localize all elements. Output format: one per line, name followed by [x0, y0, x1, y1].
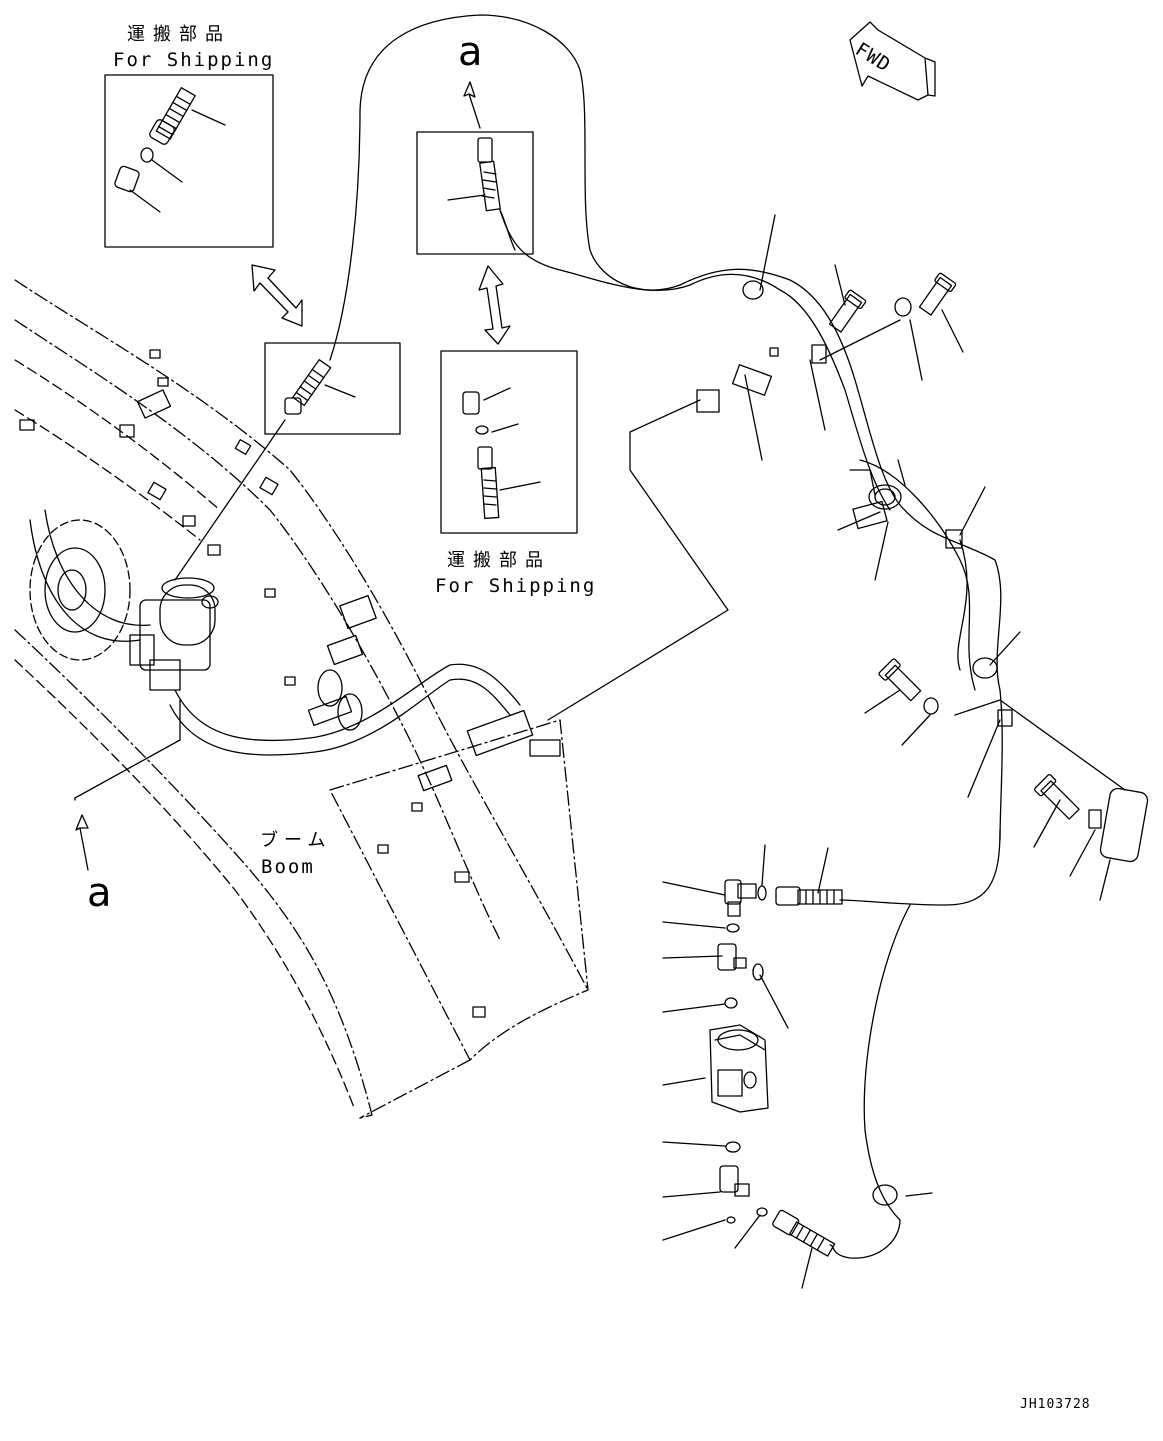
- boom-hose-box: [175, 343, 400, 580]
- exchange-arrow-left: [252, 265, 302, 326]
- shipping-label-center-ja: 運搬部品: [447, 550, 551, 571]
- boom-label-en: Boom: [261, 856, 315, 878]
- boom-outline: [15, 280, 588, 1118]
- view-arrow-top: [464, 82, 480, 128]
- bolts: [827, 273, 1082, 822]
- boom-valve-assembly: [130, 578, 218, 690]
- drawing-code: JH103728: [1020, 1397, 1091, 1412]
- fwd-arrow: [850, 22, 935, 100]
- pilot-hose: [330, 15, 1002, 840]
- shipping-box-center: [441, 351, 577, 533]
- boom-clamps: [20, 350, 560, 1017]
- view-arrow-bottom: [75, 700, 180, 870]
- shipping-label-center-en: For Shipping: [435, 575, 597, 597]
- boom-tubing: [170, 664, 520, 755]
- hose-end-box: [417, 132, 533, 254]
- shipping-box-top-left: [105, 75, 273, 247]
- view-marker-bottom: a: [87, 870, 112, 916]
- lower-valve-stack: [710, 880, 842, 1257]
- leader-lines: [548, 215, 1125, 1288]
- exchange-arrow-center: [479, 266, 510, 344]
- right-clamps: [697, 281, 1149, 863]
- boom-label-ja: ブーム: [260, 830, 332, 851]
- lower-hose: [830, 540, 1000, 1258]
- shipping-label-top-left-ja: 運搬部品: [127, 24, 231, 45]
- shipping-label-top-left-en: For Shipping: [113, 49, 275, 71]
- view-marker-top: a: [458, 29, 483, 75]
